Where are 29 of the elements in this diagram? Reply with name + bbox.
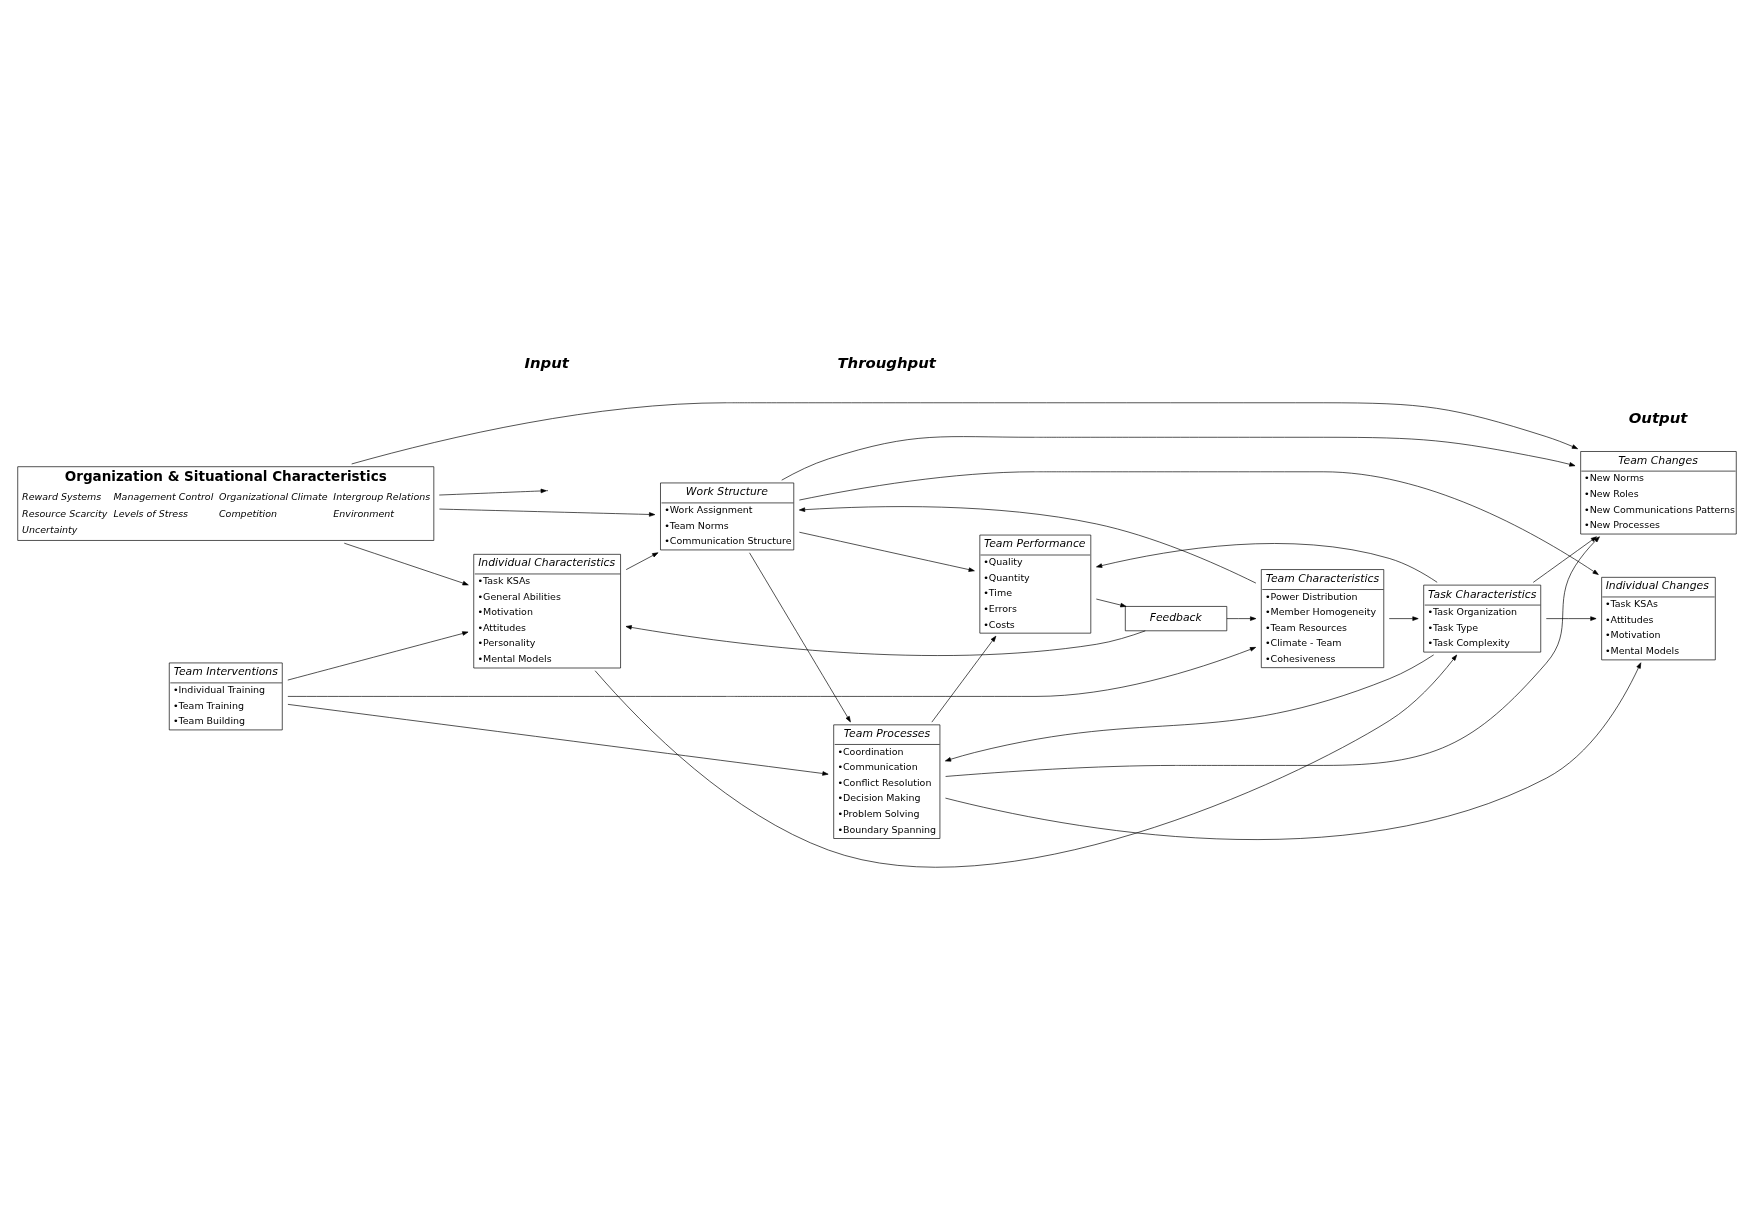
label: Input bbox=[524, 354, 569, 372]
arrow bbox=[287, 647, 1256, 697]
node-box: Feedback bbox=[1124, 606, 1228, 632]
arrow bbox=[351, 402, 1578, 465]
arrow bbox=[625, 625, 1146, 656]
arrow bbox=[798, 471, 1599, 575]
label: Throughput bbox=[837, 354, 936, 372]
arrow bbox=[945, 662, 1642, 840]
arrow bbox=[1388, 616, 1419, 621]
arrow bbox=[287, 704, 829, 776]
arrow bbox=[781, 436, 1576, 481]
label: Output bbox=[1628, 408, 1688, 427]
arrow bbox=[749, 552, 851, 723]
arrow bbox=[945, 654, 1434, 762]
arrow bbox=[1096, 543, 1438, 583]
arrow bbox=[1532, 536, 1597, 583]
arrow bbox=[1545, 616, 1597, 621]
arrow bbox=[625, 552, 659, 570]
arrow bbox=[287, 631, 469, 681]
arrow bbox=[945, 536, 1600, 777]
arrow bbox=[439, 508, 656, 517]
arrow bbox=[343, 542, 469, 586]
arrow bbox=[594, 654, 1458, 868]
arrow bbox=[799, 531, 975, 572]
arrow bbox=[438, 488, 547, 496]
arrow bbox=[799, 506, 1257, 584]
arrow bbox=[1096, 598, 1127, 608]
arrow bbox=[1226, 616, 1257, 621]
arrow bbox=[931, 635, 997, 723]
